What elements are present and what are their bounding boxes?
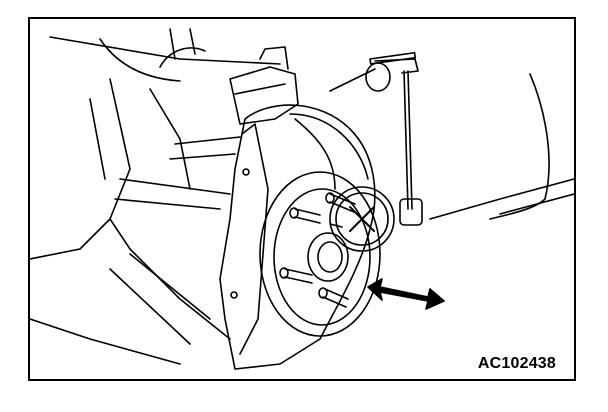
vehicle-body-lines (30, 28, 281, 365)
strut-bracket (229, 46, 299, 125)
illustration-frame: AC102438 (28, 17, 576, 381)
dial-gauge (329, 51, 423, 252)
figure-code: AC102438 (477, 355, 556, 372)
knuckle-backing-plate (219, 104, 376, 370)
hub-dial-gauge-illustration (30, 28, 574, 370)
fender-lines (429, 73, 574, 220)
axial-play-arrow (367, 278, 445, 310)
wheel-hub (259, 171, 381, 337)
